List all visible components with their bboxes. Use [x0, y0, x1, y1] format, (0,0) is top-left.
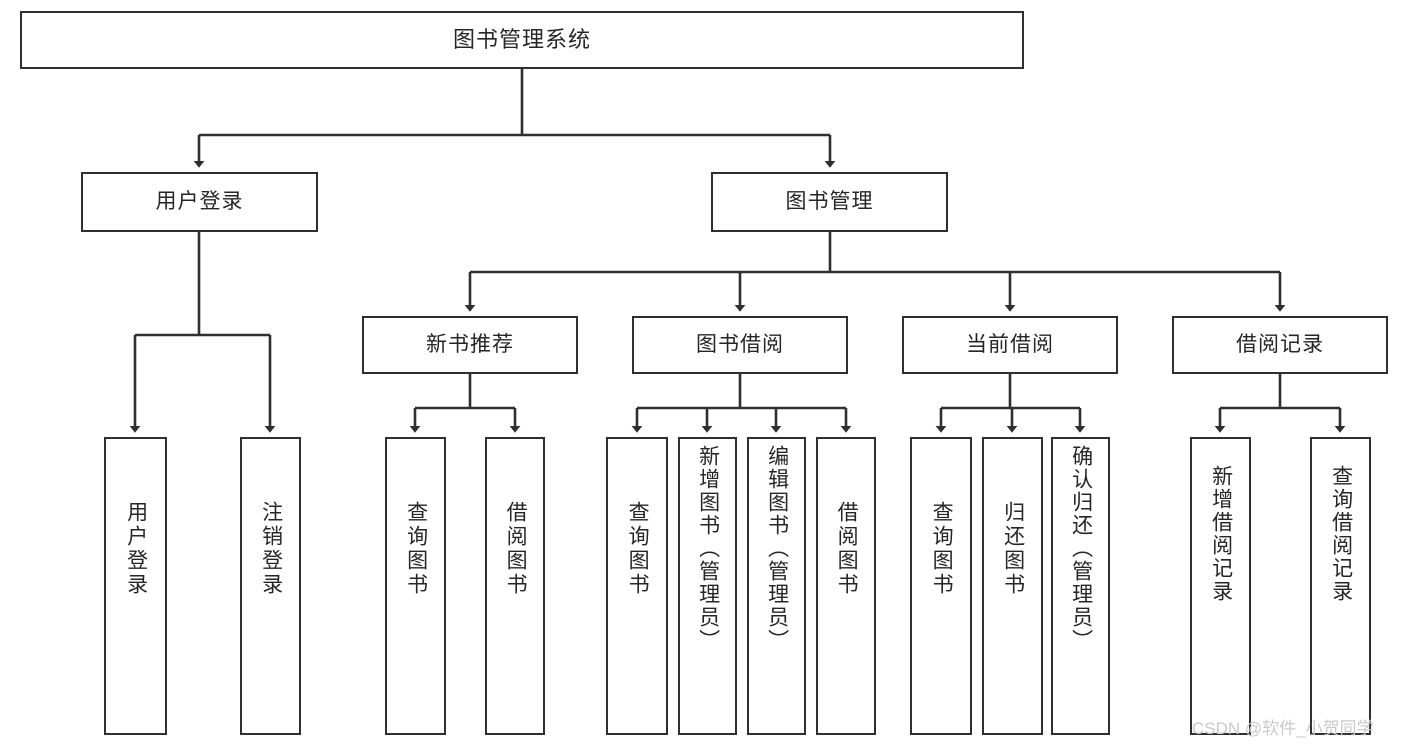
node-label: 图书借阅: [696, 333, 784, 357]
node-label: 图书管理系统: [452, 26, 591, 52]
node-root-book-management-system[interactable]: 图书管理系统: [20, 11, 1024, 69]
node-book-borrow[interactable]: 图书借阅: [632, 316, 848, 374]
watermark-text: CSDN @软件_小贺同学: [1192, 719, 1374, 738]
node-leaf-recommend-borrow-book[interactable]: 借阅图书: [485, 437, 545, 735]
node-label: 当前借阅: [966, 333, 1054, 357]
node-user-login[interactable]: 用户登录: [81, 172, 318, 232]
node-label: 查询图书: [930, 501, 954, 597]
node-leaf-record-query-record[interactable]: 查询借阅记录: [1310, 437, 1371, 735]
node-leaf-borrow-edit-book[interactable]: 编辑图书（管理员）: [747, 437, 806, 735]
node-label: 用户登录: [124, 501, 148, 597]
node-label: 归还图书: [1001, 501, 1025, 597]
node-leaf-current-return-book[interactable]: 归还图书: [982, 437, 1043, 735]
node-label: 编辑图书（管理员）: [765, 445, 789, 652]
node-new-book-recommend[interactable]: 新书推荐: [362, 316, 578, 374]
node-label: 注销登录: [259, 501, 283, 597]
node-label: 查询借阅记录: [1329, 465, 1353, 603]
node-leaf-borrow-add-book[interactable]: 新增图书（管理员）: [678, 437, 737, 735]
node-label: 确认归还（管理员）: [1069, 445, 1093, 652]
node-leaf-current-query-book[interactable]: 查询图书: [910, 437, 972, 735]
node-label: 新增图书（管理员）: [696, 445, 720, 652]
node-leaf-borrow-borrow-book[interactable]: 借阅图书: [816, 437, 876, 735]
node-label: 用户登录: [155, 190, 244, 214]
node-borrow-record[interactable]: 借阅记录: [1172, 316, 1388, 374]
node-leaf-current-confirm-return[interactable]: 确认归还（管理员）: [1051, 437, 1110, 735]
node-label: 查询图书: [404, 501, 428, 597]
node-label: 新书推荐: [426, 333, 514, 357]
node-leaf-recommend-query-book[interactable]: 查询图书: [385, 437, 446, 735]
node-label: 图书管理: [785, 190, 874, 214]
node-leaf-user-login[interactable]: 用户登录: [104, 437, 167, 735]
node-label: 借阅图书: [835, 501, 859, 597]
node-label: 查询图书: [626, 501, 650, 597]
node-label: 借阅记录: [1236, 333, 1324, 357]
node-current-borrow[interactable]: 当前借阅: [902, 316, 1118, 374]
node-label: 借阅图书: [504, 501, 528, 597]
node-leaf-record-add-record[interactable]: 新增借阅记录: [1190, 437, 1251, 735]
node-leaf-user-logout[interactable]: 注销登录: [240, 437, 301, 735]
node-leaf-borrow-query-book[interactable]: 查询图书: [606, 437, 668, 735]
node-book-management[interactable]: 图书管理: [711, 172, 948, 232]
node-label: 新增借阅记录: [1209, 465, 1233, 603]
